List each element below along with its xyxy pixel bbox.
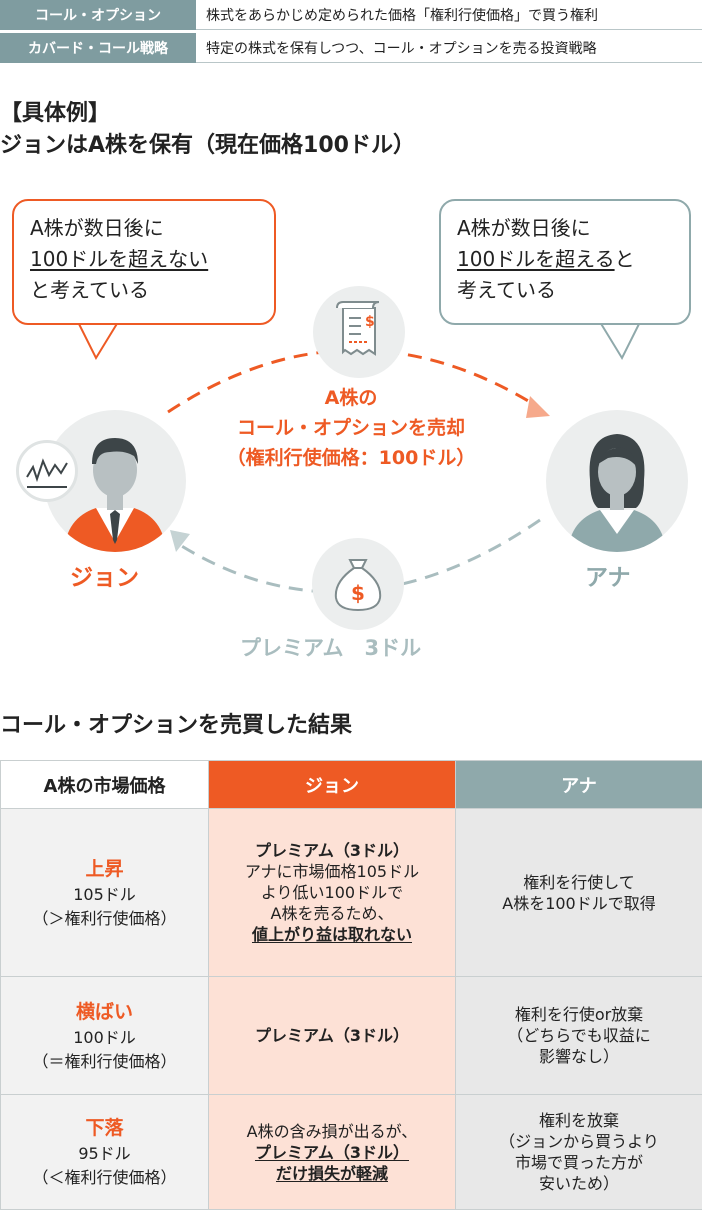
anna-line: （ジョンから買うより xyxy=(499,1132,659,1151)
bubble-line: 100ドルを超えると xyxy=(457,244,673,275)
stock-chart-icon xyxy=(16,440,78,502)
header-market-price: A株の市場価格 xyxy=(0,760,209,809)
table-row: 上昇 105ドル （＞権利行使価格） プレミアム（3ドル） アナに市場価格105… xyxy=(0,808,702,977)
premium-arrow-head xyxy=(170,530,190,552)
anna-cell: 権利を放棄 （ジョンから買うより 市場で買った方が 安いため） xyxy=(455,1094,702,1210)
anna-cell: 権利を行使or放棄 （どちらでも収益に 影響なし） xyxy=(455,976,702,1095)
premium-label: プレミアム 3ドル xyxy=(240,636,422,660)
sell-arrow-head xyxy=(526,396,550,418)
bubble-line: 考えている xyxy=(457,278,556,302)
sell-call-option-label: A株の コール・オプションを売却 （権利行使価格：100ドル） xyxy=(176,383,526,473)
bubble-line: と考えている xyxy=(30,278,149,302)
case-title: 横ばい xyxy=(75,1000,133,1023)
bubble-line-underlined: 100ドルを超える xyxy=(457,247,615,271)
header-john: ジョン xyxy=(208,760,456,809)
case-price: 105ドル xyxy=(73,884,136,904)
anna-name: アナ xyxy=(585,565,631,591)
table-row: 横ばい 100ドル （＝権利行使価格） プレミアム（3ドル） 権利を行使or放棄… xyxy=(0,976,702,1095)
anna-line: 影響なし） xyxy=(538,1047,619,1066)
result-heading: コール・オプションを売買した結果 xyxy=(0,713,353,738)
case-condition: （＞権利行使価格） xyxy=(32,908,177,928)
john-line: アナに市場価格105ドル xyxy=(244,862,420,881)
case-title: 上昇 xyxy=(85,857,124,880)
john-line: 値上がり益は取れない xyxy=(251,925,412,944)
john-line: プレミアム（3ドル） xyxy=(254,841,409,860)
definition-term: カバード・コール戦略 xyxy=(0,33,196,63)
document-dollar-icon: $ xyxy=(313,286,405,378)
result-table: A株の市場価格 ジョン アナ 上昇 105ドル （＞権利行使価格） プレミアム（… xyxy=(0,760,702,1210)
case-title: 下落 xyxy=(85,1117,124,1139)
premium-arrow-arc xyxy=(179,518,541,594)
case-price: 100ドル xyxy=(73,1027,136,1047)
anna-line: A株を100ドルで取得 xyxy=(502,893,656,913)
anna-cell: 権利を行使して A株を100ドルで取得 xyxy=(455,808,702,977)
sell-label-line: （権利行使価格：100ドル） xyxy=(226,447,476,469)
john-line: プレミアム（3ドル） xyxy=(254,1026,409,1045)
bubble-line: A株が数日後に xyxy=(30,216,164,240)
anna-line: 権利を行使or放棄 xyxy=(514,1005,644,1024)
svg-text:$: $ xyxy=(365,314,375,330)
case-condition: （＝権利行使価格） xyxy=(32,1051,177,1071)
anna-line: 権利を行使して xyxy=(523,872,635,892)
anna-line: （どちらでも収益に xyxy=(507,1026,651,1045)
person-anna-icon xyxy=(546,410,688,552)
john-bubble-tail xyxy=(76,321,120,361)
case-price: 95ドル xyxy=(78,1144,131,1163)
john-line: より低い100ドルで xyxy=(260,883,404,902)
john-line: A株の含み損が出るが、 xyxy=(246,1121,418,1141)
john-cell: プレミアム（3ドル） アナに市場価格105ドル より低い100ドルで A株を売る… xyxy=(208,808,456,977)
bubble-line: A株が数日後に xyxy=(457,216,591,240)
header-anna: アナ xyxy=(455,760,702,809)
anna-line: 安いため） xyxy=(538,1174,619,1193)
anna-line: 権利を放棄 xyxy=(538,1111,619,1130)
table-header-row: A株の市場価格 ジョン アナ xyxy=(0,760,702,809)
market-cell: 下落 95ドル （＜権利行使価格） xyxy=(0,1094,209,1210)
definition-desc: 特定の株式を保有しつつ、コール・オプションを売る投資戦略 xyxy=(196,33,702,63)
anna-line: 市場で買った方が xyxy=(514,1153,643,1172)
john-cell: プレミアム（3ドル） xyxy=(208,976,456,1095)
money-bag-icon: $ xyxy=(312,538,404,630)
market-cell: 横ばい 100ドル （＝権利行使価格） xyxy=(0,976,209,1095)
sell-label-line: A株の xyxy=(324,387,378,409)
bubble-line-suffix: と xyxy=(614,247,635,271)
definition-term: コール・オプション xyxy=(0,0,196,30)
example-heading-label: 【具体例】 xyxy=(0,101,111,126)
sell-label-line: コール・オプションを売却 xyxy=(236,417,465,439)
definition-row-covered-call: カバード・コール戦略 特定の株式を保有しつつ、コール・オプションを売る投資戦略 xyxy=(0,33,702,63)
table-row: 下落 95ドル （＜権利行使価格） A株の含み損が出るが、 プレミアム（3ドル）… xyxy=(0,1094,702,1210)
case-condition: （＜権利行使価格） xyxy=(32,1168,177,1187)
john-cell: A株の含み損が出るが、 プレミアム（3ドル） だけ損失が軽減 xyxy=(208,1094,456,1210)
john-line: プレミアム（3ドル） xyxy=(254,1142,409,1162)
john-speech-bubble: A株が数日後に 100ドルを超えない と考えている xyxy=(12,199,276,325)
john-line: A株を売るため、 xyxy=(270,904,394,923)
example-heading: 【具体例】 ジョンはA株を保有（現在価格100ドル） xyxy=(0,98,415,162)
anna-speech-bubble: A株が数日後に 100ドルを超えると 考えている xyxy=(439,199,691,325)
market-cell: 上昇 105ドル （＞権利行使価格） xyxy=(0,808,209,977)
john-name: ジョン xyxy=(70,565,139,591)
definition-desc: 株式をあらかじめ定められた価格「権利行使価格」で買う権利 xyxy=(196,0,702,30)
svg-text:$: $ xyxy=(351,581,365,605)
example-heading-title: ジョンはA株を保有（現在価格100ドル） xyxy=(0,133,415,158)
john-line: だけ損失が軽減 xyxy=(275,1163,388,1183)
bubble-line-underlined: 100ドルを超えない xyxy=(30,247,209,271)
anna-bubble-tail xyxy=(598,321,642,361)
definition-row-call-option: コール・オプション 株式をあらかじめ定められた価格「権利行使価格」で買う権利 xyxy=(0,0,702,30)
